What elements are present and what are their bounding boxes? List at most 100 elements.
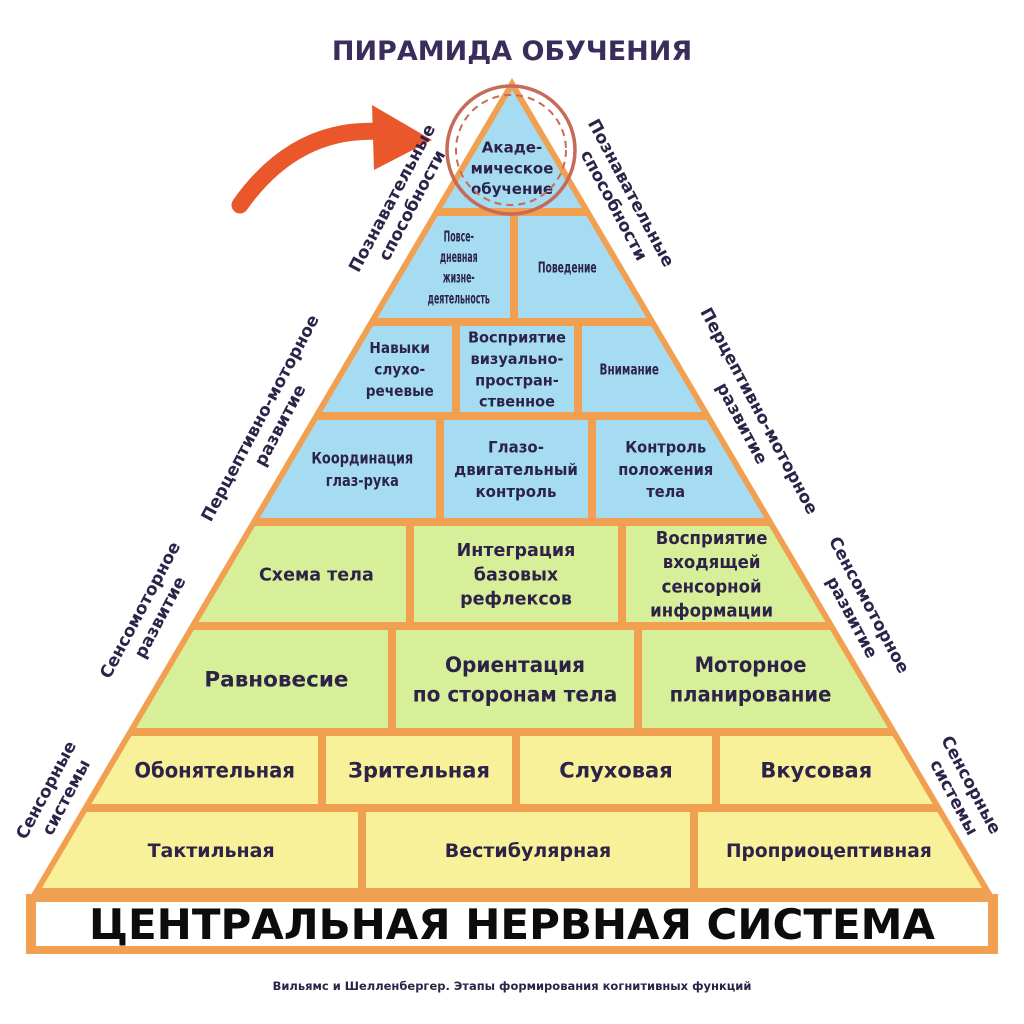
base-bar-fill (36, 902, 988, 946)
pyramid-cell-label-3-1: Глазо-двигательный контроль (454, 438, 578, 501)
pyramid-cell-label-line: Восприятие (468, 328, 566, 347)
pyramid-cell-4-2 (626, 526, 826, 622)
pyramid-cell-label-3-0: Координация глаз-рука (311, 449, 413, 490)
pyramid-cell-1-0 (377, 216, 510, 318)
pyramid-cell-label-0-0: Акаде-мическое обучение (471, 139, 554, 198)
pyramid-cell-label-line: глаз-рука (326, 472, 399, 491)
pyramid-cell-3-0 (259, 420, 436, 518)
pyramid-cell-label-7-1: Вестибулярная (445, 840, 611, 862)
pyramid-cells (41, 90, 983, 888)
pyramid-cell-label-line: Проприоцептивная (726, 841, 932, 862)
pyramid-cell-3-2 (596, 420, 765, 518)
pyramid-cell-5-2 (642, 630, 888, 728)
pyramid-cell-label-2-1: Восприятие визуально-простран-ственное (468, 328, 566, 411)
pyramid-cell-2-2 (582, 326, 702, 412)
pyramid-cell-label-line: Обонятельная (134, 758, 294, 783)
pyramid-cell-label-4-0: Схема тела (259, 565, 374, 585)
pyramid-cell-6-3 (720, 736, 933, 804)
pyramid-cell-label-line: Моторное (695, 652, 807, 677)
pyramid-cell-label-line: Восприятие (656, 529, 768, 550)
pyramid-cell-label-line: Акаде- (482, 139, 542, 157)
pyramid-cell-label-line: слухо- (374, 361, 425, 379)
pyramid-cell-label-line: Внимание (600, 362, 659, 380)
pyramid-cell-label-line: Схема тела (259, 565, 374, 585)
pyramid-cell-label-line: контроль (475, 482, 556, 501)
pyramid-cell-label-line: Контроль (625, 438, 706, 457)
pyramid-cell-label-line: простран- (475, 371, 559, 390)
highlight-circle-inner (455, 94, 567, 206)
pyramid-cell-label-5-0: Равновесие (204, 668, 348, 693)
base-bar: ЦЕНТРАЛЬНАЯ НЕРВНАЯ СИСТЕМА (26, 894, 998, 954)
pyramid-cell-0-0 (442, 90, 582, 208)
pyramid-cell-label-1-0: Повсе-дневная жизне-деятельность (428, 228, 491, 308)
pyramid-cell-3-1 (444, 420, 588, 518)
pyramid-cell-label-line: Координация (311, 449, 413, 468)
pyramid-cell-label-line: Повсе- (444, 228, 474, 246)
pyramid-cell-label-2-0: Навыки слухо-речевые (366, 339, 434, 400)
pyramid-cell-label-line: деятельность (428, 290, 491, 308)
pyramid-cell-label-line: дневная (440, 248, 478, 266)
pyramid-cell-label-4-1: Интеграция базовых рефлексов (457, 541, 576, 609)
pyramid-cell-label-line: жизне- (443, 269, 475, 287)
pyramid-cell-label-line: тела (646, 482, 685, 501)
pyramid-cell-label-line: мическое (471, 159, 554, 177)
pyramid-cell-2-1 (460, 326, 574, 412)
pyramid-cell-label-5-1: Ориентация по сторонам тела (413, 652, 618, 706)
pyramid-cell-label-line: Тактильная (148, 840, 275, 862)
pyramid-cell-label-line: Слуховая (559, 759, 672, 783)
pyramid-cell-label-7-0: Тактильная (148, 840, 275, 862)
pyramid-cell-label-line: по сторонам тела (413, 682, 618, 707)
pyramid-cell-label-line: обучение (471, 180, 553, 198)
pyramid-cell-label-line: Вкусовая (760, 759, 872, 783)
pyramid-cell-label-line: информации (650, 601, 773, 622)
pyramid-cell-label-6-0: Обонятельная (134, 758, 294, 783)
pyramid-cell-label-6-1: Зрительная (348, 759, 490, 783)
pyramid-cell-label-line: Равновесие (204, 668, 348, 693)
top-highlight (445, 84, 577, 216)
pyramid-cell-label-6-2: Слуховая (559, 759, 672, 783)
pyramid-cell-label-line: ственное (479, 392, 555, 411)
pyramid-cell-label-4-2: Восприятие входящей сенсорной информации (650, 529, 773, 622)
pyramid-cell-label-7-2: Проприоцептивная (726, 841, 932, 862)
base-label: ЦЕНТРАЛЬНАЯ НЕРВНАЯ СИСТЕМА (89, 900, 935, 949)
pyramid-cell-label-line: Интеграция (457, 541, 576, 561)
pyramid-cell-label-line: Вестибулярная (445, 840, 611, 862)
pyramid-cell-label-line: Глазо- (488, 438, 544, 457)
pyramid-cell-label-2-2: Внимание (600, 362, 659, 380)
pyramid-cell-label-line: визуально- (471, 349, 564, 368)
pyramid-cell-1-1 (518, 216, 647, 318)
pyramid-cell-label-1-1: Поведение (538, 258, 597, 276)
pyramid-cell-label-line: Ориентация (445, 652, 585, 677)
pyramid-cell-label-line: базовых (474, 565, 559, 585)
pyramid-cell-label-line: Зрительная (348, 759, 490, 783)
pyramid-cell-7-1 (366, 812, 690, 888)
pyramid-cell-7-2 (698, 812, 983, 888)
pyramid-cell-label-line: рефлексов (460, 589, 572, 609)
pyramid-cell-label-6-3: Вкусовая (760, 759, 872, 783)
pyramid-cell-5-1 (396, 630, 634, 728)
page-title: ПИРАМИДА ОБУЧЕНИЯ (332, 36, 692, 67)
pyramid-cell-label-line: положения (618, 460, 713, 479)
pyramid-cell-4-0 (198, 526, 406, 622)
source-caption: Вильямс и Шелленбергер. Этапы формирован… (273, 979, 752, 993)
pyramid-cell-label-line: планирование (670, 682, 832, 707)
curved-arrow-icon (231, 105, 432, 214)
pyramid-cell-label-line: Навыки (369, 339, 430, 357)
pyramid-cell-5-0 (136, 630, 388, 728)
pyramid-cell-6-2 (520, 736, 712, 804)
pyramid-cell-label-3-2: Контроль положения тела (618, 438, 713, 501)
pyramid-cell-6-0 (91, 736, 318, 804)
pyramid-cell-6-1 (326, 736, 512, 804)
pyramid-cell-label-line: сенсорной (662, 577, 762, 598)
pyramid-cell-label-line: входящей (663, 553, 761, 574)
pyramid-cell-2-0 (322, 326, 452, 412)
pyramid-cell-4-1 (414, 526, 618, 622)
pyramid-cell-label-line: двигательный (454, 460, 578, 479)
pyramid-cell-7-0 (41, 812, 358, 888)
pyramid-cell-label-line: речевые (366, 382, 434, 400)
pyramid-cell-label-line: Поведение (538, 258, 597, 276)
highlight-circle-outer (445, 84, 577, 216)
